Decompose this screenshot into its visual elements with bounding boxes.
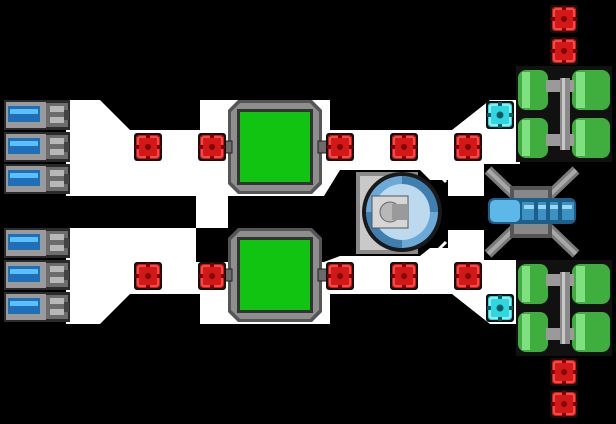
power-node[interactable] [549,4,579,34]
power-node[interactable] [389,132,419,162]
plasma-cannon[interactable] [484,164,580,260]
fuel-tank[interactable] [516,66,612,162]
corridor-gap [196,196,228,228]
power-node[interactable] [453,261,483,291]
power-node[interactable] [549,36,579,66]
power-node[interactable] [325,132,355,162]
power-node[interactable] [197,261,227,291]
thruster-pod[interactable] [4,100,70,130]
power-node[interactable] [549,357,579,387]
thruster-pod[interactable] [4,292,70,322]
thruster-pod[interactable] [4,228,70,258]
power-node[interactable] [453,132,483,162]
cargo-room[interactable] [221,227,329,323]
fuel-tank[interactable] [516,260,612,356]
power-node[interactable] [133,132,163,162]
power-node[interactable] [389,261,419,291]
power-node[interactable] [549,389,579,419]
power-node[interactable] [197,132,227,162]
power-node[interactable] [133,261,163,291]
thruster-pod[interactable] [4,164,70,194]
thruster-pod[interactable] [4,132,70,162]
thruster-pod[interactable] [4,260,70,290]
reactor-core[interactable] [354,166,448,258]
power-node[interactable] [325,261,355,291]
coolant-node[interactable] [485,293,515,323]
coolant-node[interactable] [485,100,515,130]
cargo-room[interactable] [221,99,329,195]
